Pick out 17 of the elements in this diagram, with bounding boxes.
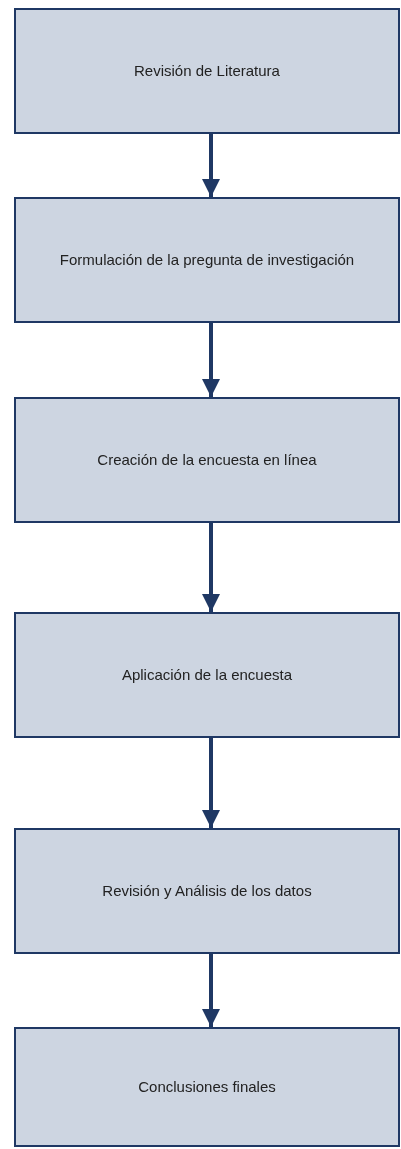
process-box bbox=[14, 397, 400, 523]
arrow bbox=[202, 323, 220, 397]
arrow bbox=[202, 738, 220, 828]
arrow bbox=[202, 523, 220, 612]
step-label: Formulación de la pregunta de investigación bbox=[59, 250, 355, 270]
arrow bbox=[202, 954, 220, 1027]
step-label: Aplicación de la encuesta bbox=[121, 665, 293, 685]
step-label: Revisión de Literatura bbox=[134, 61, 280, 81]
arrow bbox=[202, 134, 220, 197]
process-box bbox=[14, 197, 400, 323]
process-box bbox=[14, 8, 400, 134]
step-label: Creación de la encuesta en línea bbox=[97, 450, 317, 470]
step-label: Conclusiones finales bbox=[138, 1077, 276, 1097]
process-box bbox=[14, 612, 400, 738]
process-box bbox=[14, 828, 400, 954]
process-box bbox=[14, 1027, 400, 1147]
step-label: Revisión y Análisis de los datos bbox=[102, 881, 312, 901]
